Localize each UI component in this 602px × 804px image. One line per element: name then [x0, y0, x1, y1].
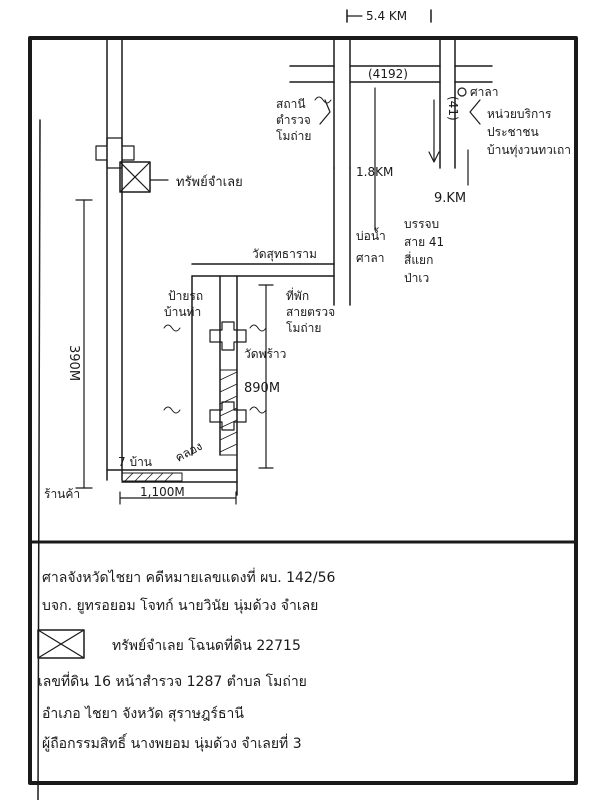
canal-label: คลอง: [173, 439, 205, 465]
sala-right-label: ศาลา: [470, 85, 498, 99]
bus-stop-line-1: ป้ายรถ: [168, 289, 203, 303]
distance-390m: 390M: [66, 345, 81, 381]
row-label: ร้านค้า: [44, 487, 80, 501]
branch-41-line-2: สาย 41: [404, 235, 444, 249]
asset-top-label: ทรัพย์จำเลย: [176, 174, 243, 190]
note-line-2: บจก. ยูทรอยอม โจทก์ นายวินัย นุ่มด้วง จำ…: [42, 597, 318, 614]
service-unit-line-2: ประชาชน: [487, 125, 539, 139]
note-line-5: อำเภอ ไชยา จังหวัด สุราษฎร์ธานี: [42, 705, 244, 722]
branch-41-line-3: สี่แยก: [404, 251, 433, 267]
note-line-4: เลขที่ดิน 16 หน้าสำรวจ 1287 ตำบล โมถ่าย: [38, 672, 307, 690]
police-station-line-3: โมถ่าย: [276, 129, 311, 143]
service-unit-line-1: หน่วยบริการ: [487, 107, 552, 121]
well-label: บ่อน้ำ: [356, 227, 386, 243]
house-label: 7 บ้าน: [118, 455, 152, 469]
police-station-line-2: ตำรวจ: [276, 113, 311, 127]
branch-41-line-1: บรรจบ: [404, 217, 439, 231]
service-unit-line-3: บ้านทุ่งวนทวเถา: [487, 143, 571, 158]
note-line-6: ผู้ถือกรรมสิทธิ์ นางพยอม นุ่มด้วง จำเลยท…: [42, 733, 302, 752]
map-border: [28, 36, 578, 785]
distance-9km: 9.KM: [434, 191, 466, 206]
police-station-line-1: สถานี: [276, 97, 306, 111]
top-scale-label: 5.4 KM: [366, 9, 407, 23]
distance-1100m: 1,100M: [140, 485, 185, 499]
road-4192-label: (4192): [368, 67, 408, 81]
health-center-line-1: ที่พัก: [286, 287, 309, 303]
asset-marker-legend: [37, 629, 85, 659]
distance-890m: 890M: [244, 381, 280, 396]
road-41-label: (41): [446, 96, 460, 121]
branch-41-line-4: ป่าเว: [404, 271, 429, 285]
distance-1-8km: 1.8KM: [356, 165, 393, 179]
health-center-line-2: สายตรวจ: [286, 305, 335, 319]
note-line-3: ทรัพย์จำเลย โฉนดที่ดิน 22715: [112, 636, 301, 654]
health-center-line-3: โมถ่าย: [286, 321, 321, 335]
sala-mid-label: ศาลา: [356, 251, 384, 265]
asset-marker-top: [119, 161, 151, 193]
note-line-1: ศาลจังหวัดไชยา คดีหมายเลขแดงที่ ผบ. 142/…: [42, 568, 335, 586]
bus-stop-line-2: บ้านท่า: [164, 305, 201, 319]
wat-suttharam-label: วัดสุทธาราม: [252, 247, 317, 262]
wat-phrao-label: วัดพร้าว: [244, 347, 286, 361]
